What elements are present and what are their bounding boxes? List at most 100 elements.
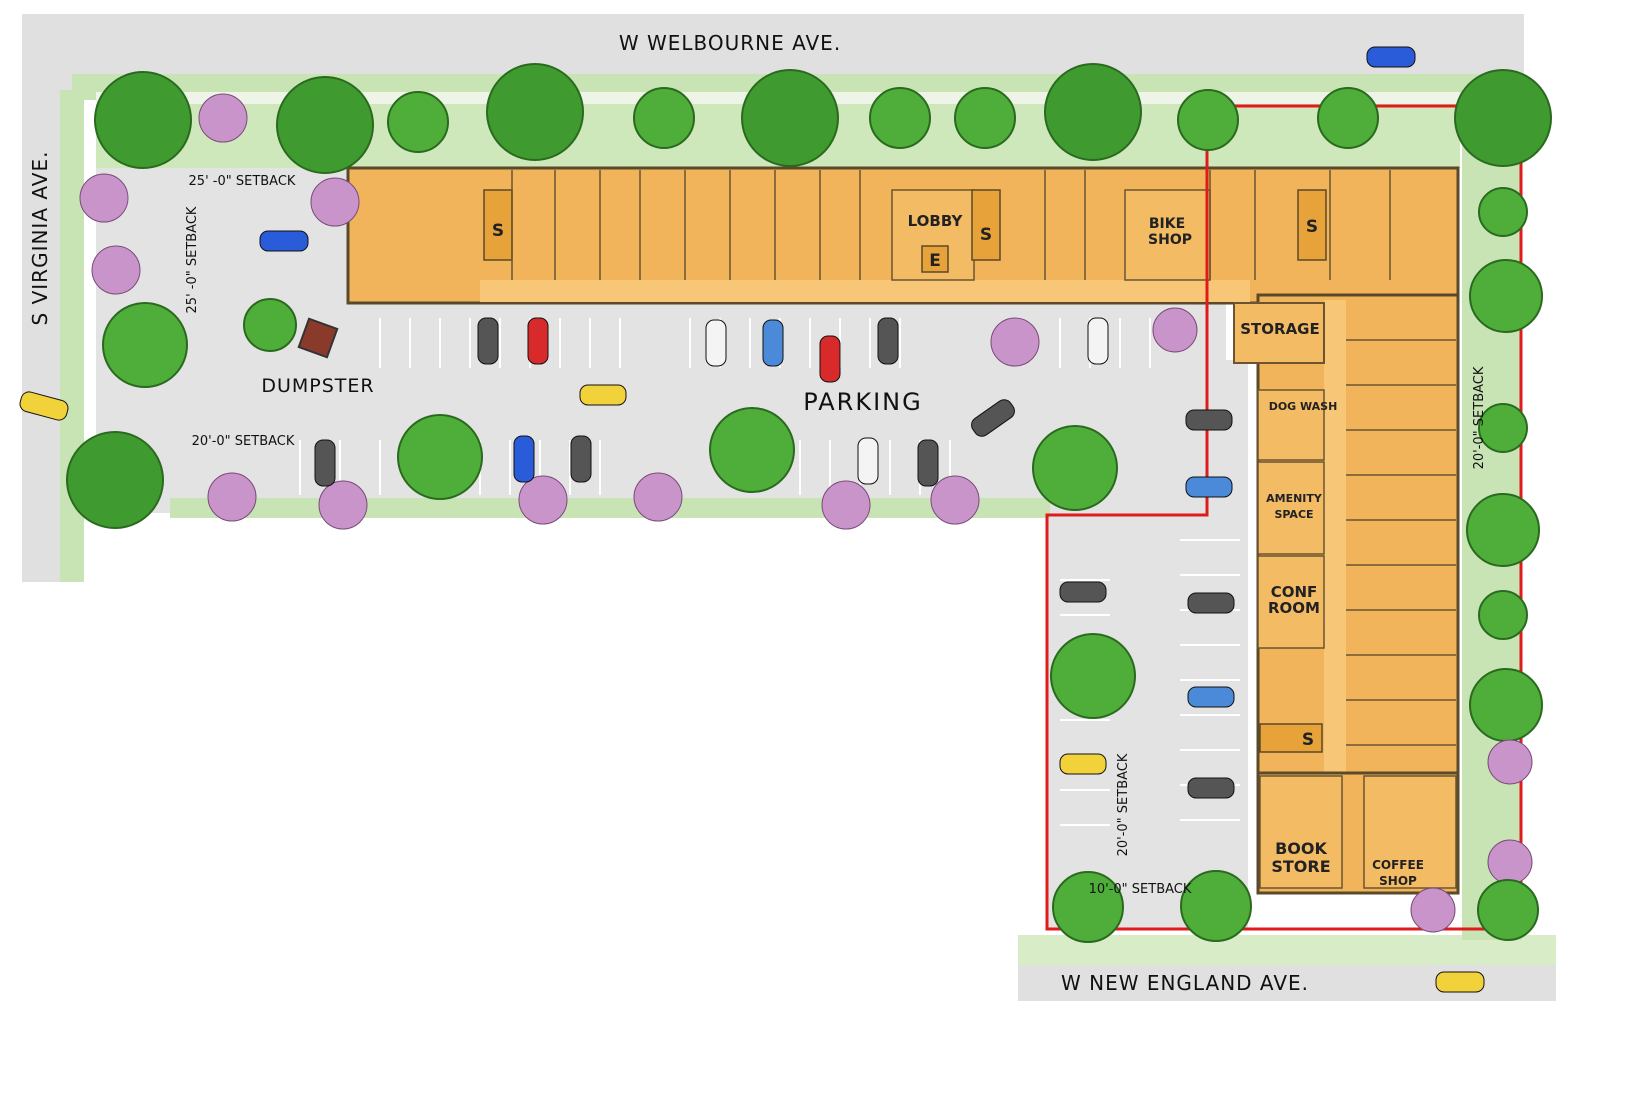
setback-label-south: 10'-0" SETBACK <box>1089 882 1192 897</box>
car <box>971 399 1015 437</box>
car <box>259 230 309 252</box>
tree <box>276 76 374 174</box>
car <box>857 437 879 485</box>
building-corridor-north <box>480 280 1250 302</box>
tree <box>1478 187 1528 237</box>
flowering-tree <box>1152 307 1198 353</box>
tree <box>66 431 164 529</box>
tree <box>486 63 584 161</box>
flowering-tree <box>1487 739 1533 785</box>
room-label-bike-2: SHOP <box>1148 232 1192 248</box>
storage-room <box>1233 302 1325 364</box>
tree <box>633 87 695 149</box>
elevator <box>921 245 949 273</box>
tree <box>1477 879 1539 941</box>
room-label-conf-2: ROOM <box>1268 599 1320 617</box>
flowering-tree <box>1410 887 1456 933</box>
flowering-tree <box>1487 839 1533 885</box>
room-label-coffee-2: SHOP <box>1379 874 1417 888</box>
room-label-stair-4: S <box>1302 730 1314 750</box>
tree <box>1032 425 1118 511</box>
unit-dividers-east <box>1346 339 1456 746</box>
conf-room <box>1257 555 1325 649</box>
setback-label-left: 25' -0" SETBACK <box>185 206 200 313</box>
unit-dividers-north <box>511 170 1391 280</box>
flowering-tree <box>821 480 871 530</box>
room-label-conf-1: CONF <box>1271 583 1318 601</box>
room-label-stair-2: S <box>980 225 992 245</box>
room-label-amenity-2: SPACE <box>1274 508 1313 521</box>
flowering-tree <box>79 173 129 223</box>
street-label-virginia: S VIRGINIA AVE. <box>28 151 52 326</box>
car <box>477 317 499 365</box>
tree <box>869 87 931 149</box>
car <box>513 435 535 483</box>
stair-3 <box>1297 189 1327 261</box>
tree <box>1454 69 1552 167</box>
car <box>1185 409 1233 431</box>
car <box>314 439 336 487</box>
car <box>1059 581 1107 603</box>
parking-south-grass <box>170 498 1050 518</box>
tree <box>954 87 1016 149</box>
cars <box>19 46 1485 993</box>
car <box>579 384 627 406</box>
amenity-room <box>1257 461 1325 555</box>
room-label-stair-1: S <box>492 221 504 241</box>
room-label-amenity-1: AMENITY <box>1266 492 1323 505</box>
dog-wash-room <box>1257 389 1325 461</box>
tree <box>1466 493 1540 567</box>
car <box>877 317 899 365</box>
tree <box>1469 259 1543 333</box>
tree <box>1050 633 1136 719</box>
dumpster-label: DUMPSTER <box>261 375 374 397</box>
tree <box>709 407 795 493</box>
building-corridor-east <box>1324 300 1346 890</box>
room-label-coffee-1: COFFEE <box>1372 858 1424 872</box>
street-welbourne <box>22 14 1524 74</box>
car <box>570 435 592 483</box>
flowering-tree <box>930 475 980 525</box>
tree <box>1469 668 1543 742</box>
car <box>819 335 841 383</box>
car <box>1087 317 1109 365</box>
car <box>1059 753 1107 775</box>
flowering-tree <box>91 245 141 295</box>
car <box>527 317 549 365</box>
car <box>762 319 784 367</box>
car <box>1435 971 1485 993</box>
room-label-bike-1: BIKE <box>1149 216 1185 232</box>
car <box>19 391 69 421</box>
car <box>1187 686 1235 708</box>
tree <box>1317 87 1379 149</box>
setback-label-top: 25' -0" SETBACK <box>189 174 296 189</box>
flowering-tree <box>318 480 368 530</box>
setback-label-east: 20'-0" SETBACK <box>1472 366 1487 469</box>
flowering-tree <box>207 472 257 522</box>
car <box>705 319 727 367</box>
tree <box>102 302 188 388</box>
stair-4 <box>1259 723 1323 753</box>
street-label-new-england: W NEW ENGLAND AVE. <box>1061 971 1309 995</box>
car <box>917 439 939 487</box>
flowering-tree <box>518 475 568 525</box>
flowering-tree <box>198 93 248 143</box>
trees <box>66 63 1552 943</box>
stair-2 <box>971 189 1001 261</box>
tree <box>1052 871 1124 943</box>
tree <box>243 298 297 352</box>
flowering-tree <box>310 177 360 227</box>
car <box>1366 46 1416 68</box>
building <box>346 166 1460 895</box>
stair-1 <box>483 189 513 261</box>
room-label-elevator: E <box>929 251 941 271</box>
tree <box>94 71 192 169</box>
tree <box>741 69 839 167</box>
tree <box>1478 403 1528 453</box>
room-label-lobby: LOBBY <box>908 212 964 230</box>
setback-label-east-lot: 20'-0" SETBACK <box>1116 753 1131 856</box>
room-label-stair-3: S <box>1306 217 1318 237</box>
book-store-room <box>1259 775 1343 889</box>
room-label-book-1: BOOK <box>1275 839 1327 858</box>
coffee-shop-room <box>1363 775 1457 889</box>
